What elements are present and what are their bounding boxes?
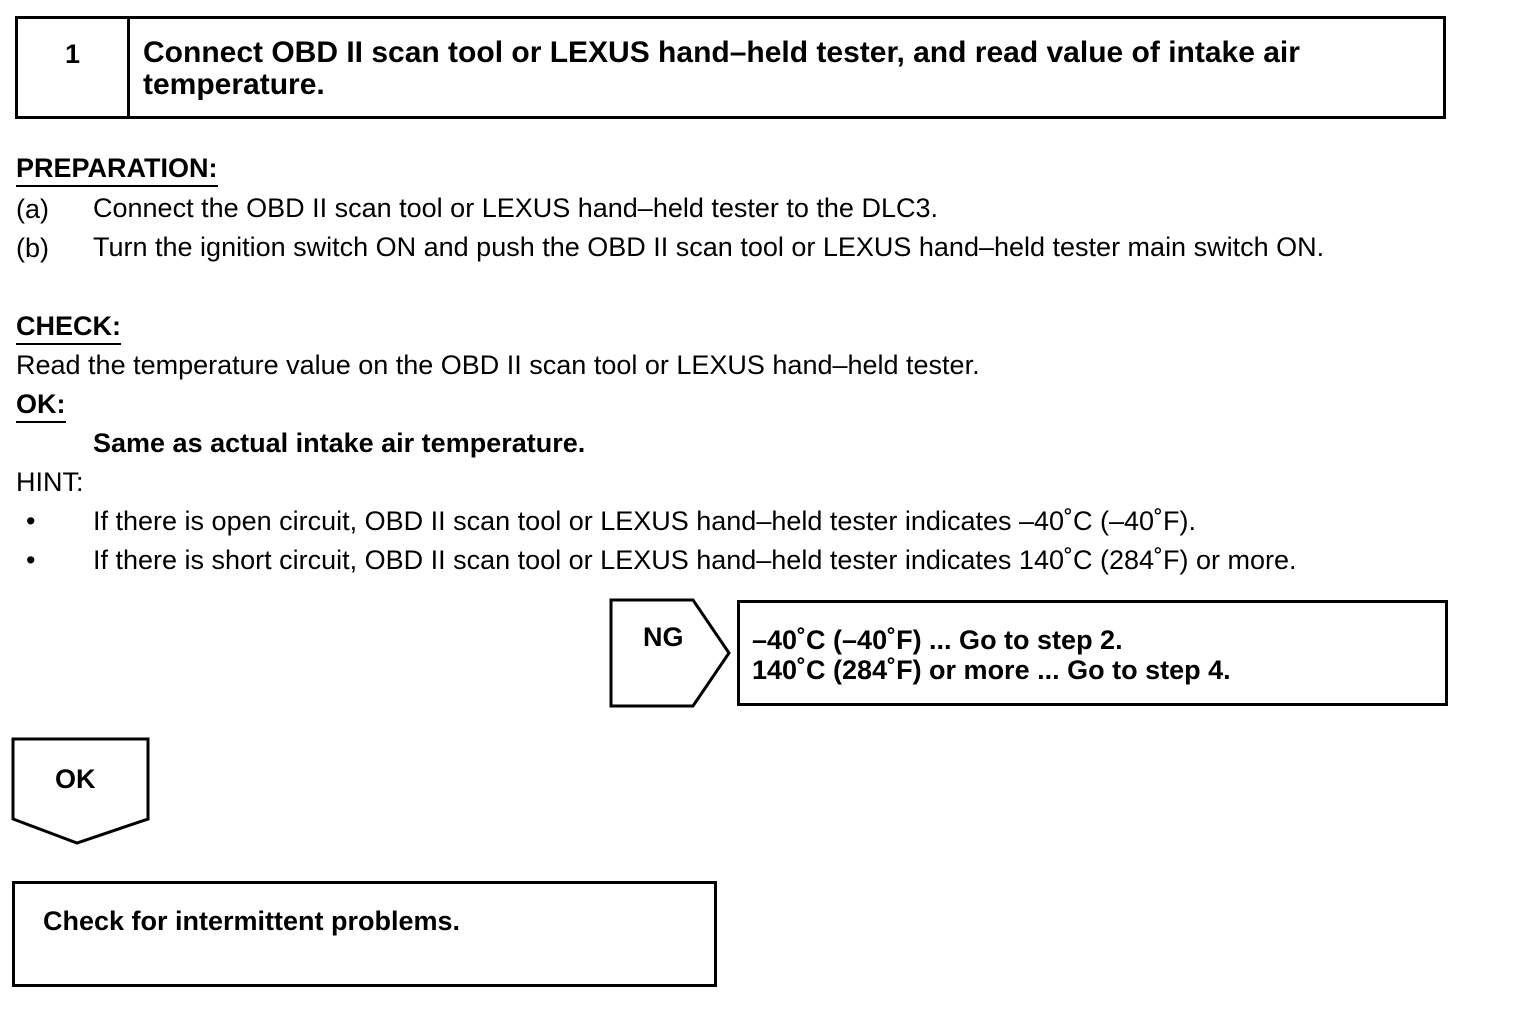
ok-label: OK [55, 764, 96, 794]
bullet-icon: • [26, 506, 36, 536]
preparation-item-text: Connect the OBD II scan tool or LEXUS ha… [93, 193, 938, 223]
check-heading: CHECK: [16, 310, 121, 345]
ng-result-box: –40˚C (–40˚F) ... Go to step 2. 140˚C (2… [737, 600, 1448, 706]
hint-label: HINT: [16, 467, 84, 497]
ng-result-line: –40˚C (–40˚F) ... Go to step 2. [752, 625, 1123, 655]
ng-result-line: 140˚C (284˚F) or more ... Go to step 4. [752, 655, 1231, 685]
check-text: Read the temperature value on the OBD II… [16, 350, 980, 380]
ng-arrow-icon [609, 598, 731, 708]
preparation-item-text: Turn the ignition switch ON and push the… [93, 232, 1325, 262]
result-box: Check for intermittent problems. [12, 881, 717, 987]
result-text: Check for intermittent problems. [43, 906, 461, 936]
hint-item-text: If there is open circuit, OBD II scan to… [93, 506, 1197, 536]
ok-spec-text: Same as actual intake air temperature. [93, 428, 586, 458]
step-number: 1 [18, 19, 130, 116]
preparation-heading: PREPARATION: [16, 152, 218, 187]
ok-arrow-icon [11, 737, 150, 845]
bullet-icon: • [26, 545, 36, 575]
preparation-item-marker: (b) [16, 233, 49, 263]
ok-heading: OK: [16, 388, 66, 423]
step-title: Connect OBD II scan tool or LEXUS hand–h… [143, 36, 1300, 101]
step-header-box: 1 Connect OBD II scan tool or LEXUS hand… [15, 16, 1446, 119]
ng-label: NG [643, 622, 684, 652]
hint-item-text: If there is short circuit, OBD II scan t… [93, 545, 1297, 575]
preparation-item-marker: (a) [16, 194, 49, 224]
